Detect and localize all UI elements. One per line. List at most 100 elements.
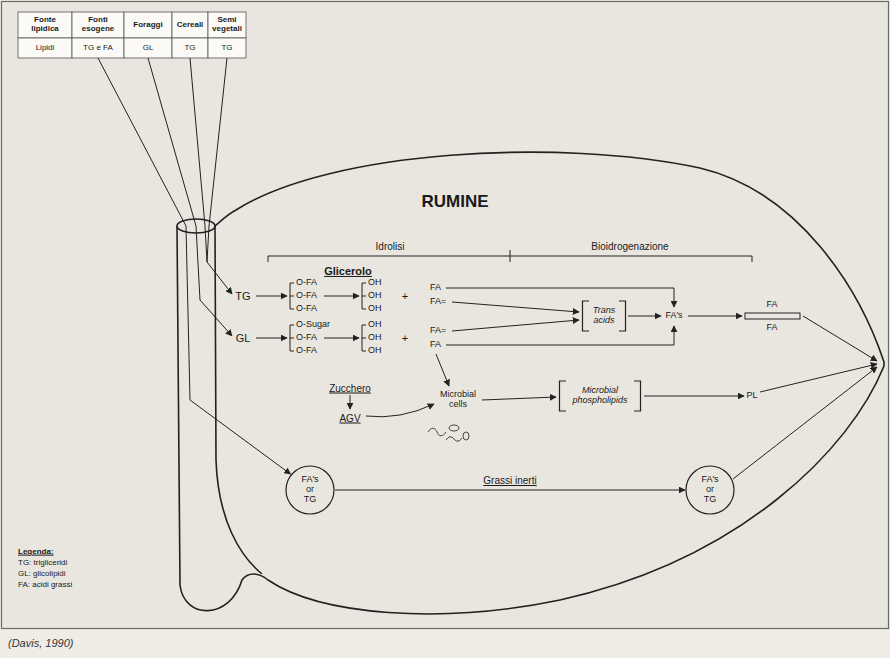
chemical-group: O-FA xyxy=(296,304,317,314)
molecule-bracket xyxy=(290,325,294,351)
bracket-box: Microbial phospholipids xyxy=(558,380,642,412)
source-line xyxy=(98,58,291,474)
region-title: RUMINE xyxy=(421,193,488,212)
lipid-class: PL xyxy=(746,391,757,401)
bacterium xyxy=(463,432,469,440)
reaction-arrow xyxy=(324,338,359,339)
table-cell-frame xyxy=(72,38,124,58)
circle-node: FA's or TG xyxy=(285,465,335,515)
substrate-label: Zucchero xyxy=(329,383,371,394)
square-brackets xyxy=(560,381,641,411)
table-cell-frame xyxy=(72,12,124,38)
plus-sign: + xyxy=(402,332,408,344)
reaction-arrow xyxy=(688,316,742,317)
molecule-label: Glicerolo xyxy=(324,265,372,277)
plus-sign: + xyxy=(402,290,408,302)
chemical-group: O-Sugar xyxy=(296,320,330,330)
fatty-acid: FA= xyxy=(430,297,446,307)
circle-shape xyxy=(286,466,334,514)
rumen-outline xyxy=(177,152,884,614)
chemical-group: O-FA xyxy=(296,291,317,301)
circle-node: FA's or TG xyxy=(685,465,735,515)
fatty-acid: FA xyxy=(766,323,777,333)
square-brackets xyxy=(583,301,626,331)
stage-label: Bioidrogenazione xyxy=(591,241,668,252)
microbe-label: Microbial cells xyxy=(436,390,480,410)
outflow-arrow xyxy=(760,364,877,392)
fatty-acid: FA xyxy=(766,300,777,310)
bacteria-sketch xyxy=(428,425,469,441)
bracket-box: Trans acids xyxy=(581,300,627,332)
table-cell-frame xyxy=(172,12,208,38)
source-line xyxy=(207,58,227,262)
table-header: Fonte lipidica xyxy=(20,16,70,34)
fatty-acid: FA xyxy=(430,283,441,293)
table-cell: Lipidi xyxy=(20,44,70,53)
lipid-class: TG xyxy=(235,290,250,302)
esophagus-wall xyxy=(215,226,262,574)
reaction-arrow xyxy=(446,326,674,345)
reaction-arrow xyxy=(482,397,556,400)
legend-entry: TG: trigliceridi xyxy=(18,559,67,568)
table-cell-frame xyxy=(172,38,208,58)
flow-lines xyxy=(98,58,877,479)
reaction-arrow xyxy=(324,296,359,297)
table-header: Cereali xyxy=(173,21,207,30)
molecule-bracket xyxy=(362,283,366,309)
chemical-group: O-FA xyxy=(296,346,317,356)
chemical-group: OH xyxy=(368,278,382,288)
table-cell-frame xyxy=(208,38,246,58)
lipid-class: GL xyxy=(236,332,251,344)
table-cell: TG xyxy=(210,44,244,53)
molecule-bracket xyxy=(362,325,366,351)
fatty-acid: FA xyxy=(430,340,441,350)
reaction-arrow xyxy=(452,320,579,331)
source-line xyxy=(148,58,232,336)
table-header: Foraggi xyxy=(126,21,170,30)
chemical-group: OH xyxy=(368,333,382,343)
table-cell-frame xyxy=(18,38,72,58)
chemical-group: OH xyxy=(368,291,382,301)
edge-label: Grassi inerti xyxy=(481,475,538,486)
node-text: FA's or TG xyxy=(300,475,321,505)
outflow-arrow xyxy=(733,367,877,479)
table-cell: TG e FA xyxy=(74,44,122,53)
chemical-group: OH xyxy=(368,346,382,356)
table-cell: GL xyxy=(126,44,170,53)
node-text: FA's or TG xyxy=(700,475,721,505)
circle-shape xyxy=(686,466,734,514)
reaction-arrow xyxy=(366,404,434,417)
fatty-acid: FA's xyxy=(665,311,682,321)
chemical-group: O-FA xyxy=(296,278,317,288)
table-cell: TG xyxy=(173,44,207,53)
chemical-group: OH xyxy=(368,320,382,330)
legend-entry: GL: glicolipidi xyxy=(18,570,66,579)
chemical-group: OH xyxy=(368,304,382,314)
table-cell-frame xyxy=(124,38,172,58)
table-header: Fonti esogene xyxy=(74,16,122,34)
reaction-arrow xyxy=(628,316,661,317)
fatty-acid: FA= xyxy=(430,326,446,336)
source-table xyxy=(18,12,246,58)
stage-bracket xyxy=(268,250,752,262)
bacterium xyxy=(446,437,462,442)
node-text: Trans acids xyxy=(588,306,620,326)
flow-arrow xyxy=(335,489,685,490)
bacterium xyxy=(428,428,446,436)
reaction-arrow xyxy=(452,302,579,312)
reaction-arrow xyxy=(644,396,744,397)
reaction-arrow xyxy=(350,395,351,409)
figure-panel xyxy=(2,2,889,629)
stage-label: Idrolisi xyxy=(376,241,405,252)
node-text: Microbial phospholipids xyxy=(568,386,632,406)
table-cell-frame xyxy=(124,12,172,38)
substrate-label: AGV xyxy=(339,413,360,424)
figure-caption: (Davis, 1990) xyxy=(8,637,73,649)
reaction-arrow xyxy=(436,354,449,386)
molecule-bracket xyxy=(290,283,294,309)
bacterium xyxy=(449,425,459,431)
reaction-arrow xyxy=(256,338,287,339)
